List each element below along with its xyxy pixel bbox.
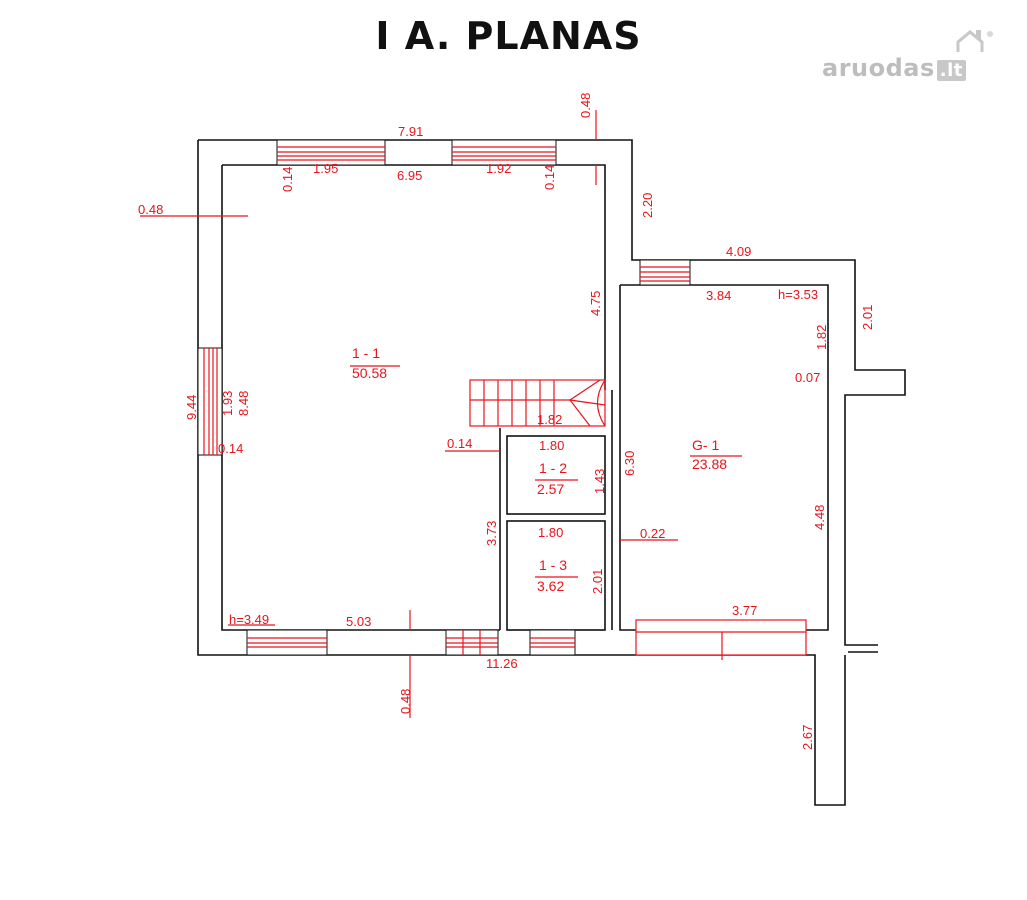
dim-stair-side: 4.75 [588,291,603,316]
dim-left-window: 1.93 [220,391,235,416]
openings [197,139,807,660]
staircase[interactable] [469,379,606,427]
dim-top-jamb-right: 0.14 [542,165,557,190]
dim-left-wall: 0.48 [138,202,163,217]
dim-bottom-overall: 11.26 [486,656,518,671]
room-g-1-area: 23.88 [692,456,727,472]
dim-stair-width: 1.82 [537,412,562,427]
inner-wall-left [221,165,500,631]
dim-garage-top-outer: 4.09 [726,244,751,259]
inner-wall [222,164,606,390]
dim-bottom-inner: 5.03 [346,614,371,629]
dim-garage-door: 3.77 [732,603,757,618]
dim-room12-width: 1.80 [539,438,564,453]
dim-garage-right-outer: 2.01 [860,305,875,330]
garage-door [635,619,807,660]
dim-top-window-right: 1.92 [486,161,511,176]
dim-top-jamb-left: 0.14 [280,167,295,192]
top-window-right [451,139,557,166]
dim-garage-wall: 0.22 [640,526,665,541]
bottom-window-left [246,629,328,656]
logo-tld: .lt [936,60,966,81]
room-1-2-area: 2.57 [537,481,564,497]
dim-fence: 2.67 [800,725,815,750]
plan-title: I A. PLANAS [375,14,642,58]
house-icon [956,30,993,52]
aruodas-logo[interactable]: aruodas.lt [822,30,993,82]
dim-garage-right-offset: 0.07 [795,370,820,385]
room-g-1-label: G- 1 [692,437,719,453]
room-1-2-wall [506,435,606,515]
dim-garage-top-inner: 3.84 [706,288,731,303]
dim-top-wall: 0.48 [578,93,593,118]
dim-top-window-left: 1.95 [313,161,338,176]
outer-wall [198,139,906,646]
room-1-3-label: 1 - 3 [539,557,567,573]
dim-right-upper: 2.20 [640,193,655,218]
dim-bottom-height: h=3.49 [229,612,269,627]
dimension-texts: 7.91 1.95 6.95 1.92 0.48 4.09 3.84 h=3.5… [138,124,820,671]
dim-room13-depth: 2.01 [590,569,605,594]
garage-inner-wall [619,284,829,631]
entrance-door [445,629,499,656]
top-window-left [276,139,386,166]
room-1-1-area: 50.58 [352,365,387,381]
room-1-1-label: 1 - 1 [352,345,380,361]
dim-garage-height: h=3.53 [778,287,818,302]
dimension-texts-vertical: 0.14 0.14 0.48 2.20 4.75 2.01 1.82 9.44 … [184,93,875,750]
room-1-3-area: 3.62 [537,578,564,594]
garage-top-window [639,259,691,286]
logo-text: aruodas [822,54,935,82]
dim-garage-right-inner: 1.82 [814,325,829,350]
dim-room-height-side: 6.30 [622,451,637,476]
room-1-2-label: 1 - 2 [539,460,567,476]
dim-top-inner: 6.95 [397,168,422,183]
room-labels: 1 - 1 50.58 1 - 2 2.57 1 - 3 3.62 G- 1 2… [350,345,742,594]
dim-corridor-side: 3.73 [484,521,499,546]
dim-room12-depth: 1.43 [592,469,607,494]
dim-garage-depth: 4.48 [812,505,827,530]
dim-room13-width: 1.80 [538,525,563,540]
left-window [197,347,223,456]
dim-left-jamb: 0.14 [218,441,243,456]
outer-wall-bottom [197,140,846,806]
dim-bottom-wall: 0.48 [398,689,413,714]
dim-partition: 0.14 [447,436,472,451]
dim-left-inner: 8.48 [236,391,251,416]
dimension-lines [140,110,678,718]
dim-left-outer: 9.44 [184,395,199,420]
dim-top-overall: 7.91 [398,124,423,139]
bottom-window-right [529,629,576,656]
